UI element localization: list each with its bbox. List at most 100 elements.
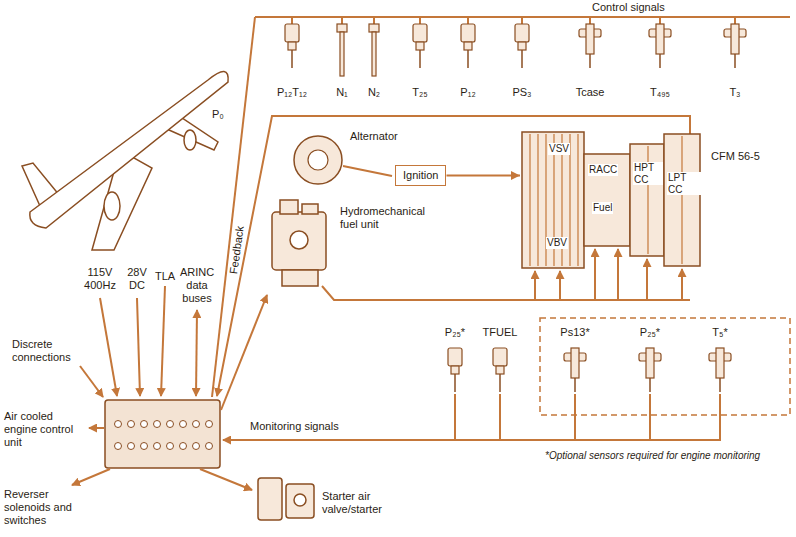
starter-illustration bbox=[258, 478, 314, 520]
part-label: Hydromechanical fuel unit bbox=[340, 205, 432, 231]
sensor-label: N₂ bbox=[368, 86, 380, 99]
sensor-label: P₂₅* bbox=[445, 326, 465, 339]
section-label: Fuel bbox=[592, 202, 613, 214]
connector-line bbox=[446, 174, 520, 176]
signal-name: TLA bbox=[155, 270, 175, 283]
control-unit-illustration bbox=[180, 443, 187, 450]
signal-name: Feedback bbox=[227, 225, 247, 275]
sensor-label: TFUEL bbox=[483, 326, 518, 339]
sensor-symbol bbox=[724, 24, 746, 68]
engine-outline bbox=[522, 132, 700, 268]
part-label: Discrete connections bbox=[12, 338, 92, 364]
part-label: Reverser solenoids and switches bbox=[4, 488, 88, 527]
control-unit-illustration bbox=[206, 421, 213, 428]
control-unit-illustration bbox=[128, 443, 135, 450]
fuel-unit-illustration bbox=[282, 270, 318, 286]
control-unit-illustration bbox=[167, 421, 174, 428]
sensor-symbol bbox=[369, 24, 379, 76]
signal-wire bbox=[72, 17, 790, 490]
starter-illustration bbox=[294, 494, 306, 506]
signal-wire bbox=[196, 310, 197, 396]
sensor-symbol bbox=[515, 24, 529, 68]
compressor-stage bbox=[530, 134, 682, 266]
signal-wire bbox=[594, 249, 596, 300]
signal-wire bbox=[292, 17, 735, 24]
sensor-label: N₁ bbox=[336, 86, 348, 99]
fuel-unit-illustration bbox=[290, 231, 308, 249]
airplane-illustration bbox=[104, 192, 120, 220]
signal-wire bbox=[617, 249, 619, 300]
engine-outline bbox=[522, 132, 584, 268]
part-label: Alternator bbox=[350, 130, 398, 143]
control-unit-illustration bbox=[105, 400, 220, 468]
control-unit-illustration bbox=[115, 421, 122, 428]
sensor-symbol bbox=[285, 24, 746, 392]
control-unit-illustration bbox=[128, 421, 135, 428]
power-label: 115V 400Hz bbox=[79, 266, 121, 292]
signal-wire bbox=[217, 116, 690, 396]
sensor-symbol bbox=[579, 24, 601, 68]
signal-wire bbox=[89, 427, 104, 429]
control-unit-illustration bbox=[154, 421, 161, 428]
fuel-unit-illustration bbox=[272, 212, 326, 270]
signal-wire bbox=[534, 271, 536, 300]
sensor-symbol bbox=[649, 24, 671, 68]
signal-wire bbox=[161, 286, 165, 396]
control-unit-illustration bbox=[206, 443, 213, 450]
control-unit-illustration bbox=[115, 443, 122, 450]
starter-illustration bbox=[286, 484, 314, 518]
sensor-symbol bbox=[709, 348, 731, 392]
control-unit-illustration bbox=[180, 421, 187, 428]
sensor-symbol bbox=[461, 24, 475, 68]
airplane-illustration bbox=[22, 71, 228, 250]
engine-outline: VSVVBVRACCFuelHPT CCLPT CCCFM 56-5 bbox=[520, 130, 785, 270]
fuel-unit-illustration bbox=[280, 200, 298, 214]
alternator-illustration bbox=[294, 136, 342, 184]
signal-wire bbox=[343, 166, 392, 176]
section-label: HPT CC bbox=[633, 162, 663, 185]
signal-wire bbox=[223, 394, 720, 440]
control-unit-illustration bbox=[141, 421, 148, 428]
ignition-box: Ignition bbox=[395, 165, 446, 186]
section-label: VBV bbox=[546, 237, 568, 249]
sensor-label: T₄₉₅ bbox=[650, 86, 670, 99]
control-unit-illustration bbox=[115, 421, 213, 450]
sensor-symbol bbox=[639, 348, 661, 392]
signal-name: P₀ bbox=[212, 108, 224, 121]
optional-sensor-bracket bbox=[540, 318, 790, 415]
bus-label: Control signals bbox=[592, 1, 665, 14]
control-unit-illustration bbox=[193, 443, 200, 450]
sensor-label: P₂₅* bbox=[640, 326, 660, 339]
airplane-illustration bbox=[30, 71, 228, 228]
signal-name: Monitoring signals bbox=[250, 420, 339, 433]
signal-name: ARINC data buses bbox=[177, 266, 217, 305]
compressor-stage bbox=[577, 134, 578, 266]
sensor-label: T₃ bbox=[729, 86, 740, 99]
signal-wire bbox=[80, 366, 103, 397]
signal-wire bbox=[200, 469, 252, 490]
footnote: *Optional sensors required for engine mo… bbox=[545, 450, 760, 462]
fuel-unit-illustration bbox=[272, 200, 326, 286]
engine-name: CFM 56-5 bbox=[710, 150, 761, 163]
part-label: Air cooled engine control unit bbox=[4, 410, 86, 449]
compressor-stage bbox=[537, 134, 538, 266]
control-unit-illustration bbox=[193, 421, 200, 428]
part-label: Starter air valve/starter bbox=[322, 490, 402, 516]
engine-outline bbox=[630, 144, 664, 256]
section-label: VSV bbox=[548, 143, 570, 155]
signal-wire bbox=[681, 269, 683, 300]
signal-wire bbox=[559, 271, 561, 300]
section-label: RACC bbox=[588, 164, 618, 176]
compressor-stage bbox=[529, 134, 530, 266]
signal-wire bbox=[137, 298, 140, 396]
sensor-label: T₅* bbox=[712, 326, 727, 339]
signal-wire bbox=[455, 394, 650, 440]
box-text: Ignition bbox=[403, 169, 438, 182]
signal-wire bbox=[322, 286, 690, 300]
connector bbox=[446, 171, 520, 180]
sensor-label: T₂₅ bbox=[412, 86, 427, 99]
sensor-label: Ps13* bbox=[560, 326, 589, 339]
sensor-symbol bbox=[337, 24, 347, 76]
control-unit-illustration bbox=[141, 443, 148, 450]
signal-wire bbox=[72, 469, 110, 485]
